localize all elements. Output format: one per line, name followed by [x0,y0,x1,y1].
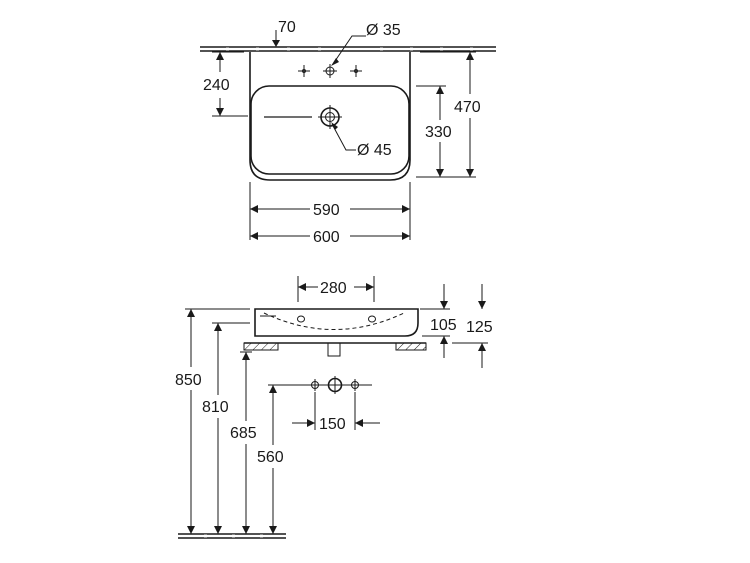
dim-600-label: 600 [313,229,340,246]
dim-tap-hole-diameter: Ø 35 [331,22,401,66]
dim-105-label: 105 [430,317,457,334]
dim-d45-label: Ø 45 [357,142,392,159]
dim-70-label: 70 [278,19,296,36]
tap-hole-symbols-side [268,376,372,394]
support-left [243,342,279,351]
dim-basin-height: 105 [420,284,457,358]
side-view: 280 105 125 [175,276,493,539]
dim-bowl-depth: 330 [416,85,452,177]
dim-tap-spacing: 150 [292,392,380,433]
dim-overall-width: 600 [250,229,410,246]
bowl-outline-top [250,85,410,175]
basin-outline-top [249,52,411,181]
tap-hole-marks [298,64,362,78]
dim-height-685: 685 [230,352,257,534]
dim-tap-distance: 280 [297,276,375,302]
dim-height-560: 560 [257,385,284,534]
dim-685-label: 685 [230,425,257,442]
dim-560-label: 560 [257,449,284,466]
dim-590-label: 590 [313,202,340,219]
dim-tap-height: 240 [203,51,248,117]
dim-240-label: 240 [203,77,230,94]
bowl-hidden-line [263,312,405,330]
dim-330-label: 330 [425,124,452,141]
dim-height-850: 850 [175,309,202,534]
dim-280-label: 280 [320,280,347,297]
top-wall-line [200,46,496,52]
dim-125-label: 125 [466,319,493,336]
dim-bowl-width: 590 [249,182,411,240]
top-view: 70 Ø 35 240 470 [200,19,496,246]
dim-810-label: 810 [202,399,229,416]
support-right [395,342,427,351]
dim-d35-label: Ø 35 [366,22,401,39]
floor-line [178,533,286,539]
dim-height-810: 810 [202,323,229,534]
dim-total-height: 125 [452,284,493,368]
dim-150-label: 150 [319,416,346,433]
dim-tap-offset: 70 [272,19,296,47]
drain-stub [327,342,341,357]
basin-profile-side [254,308,419,337]
dim-470-label: 470 [454,99,481,116]
dim-overall-depth: 470 [416,51,481,178]
dim-850-label: 850 [175,372,202,389]
drain-mark [318,105,342,129]
dim-drain-diameter: Ø 45 [331,122,392,159]
